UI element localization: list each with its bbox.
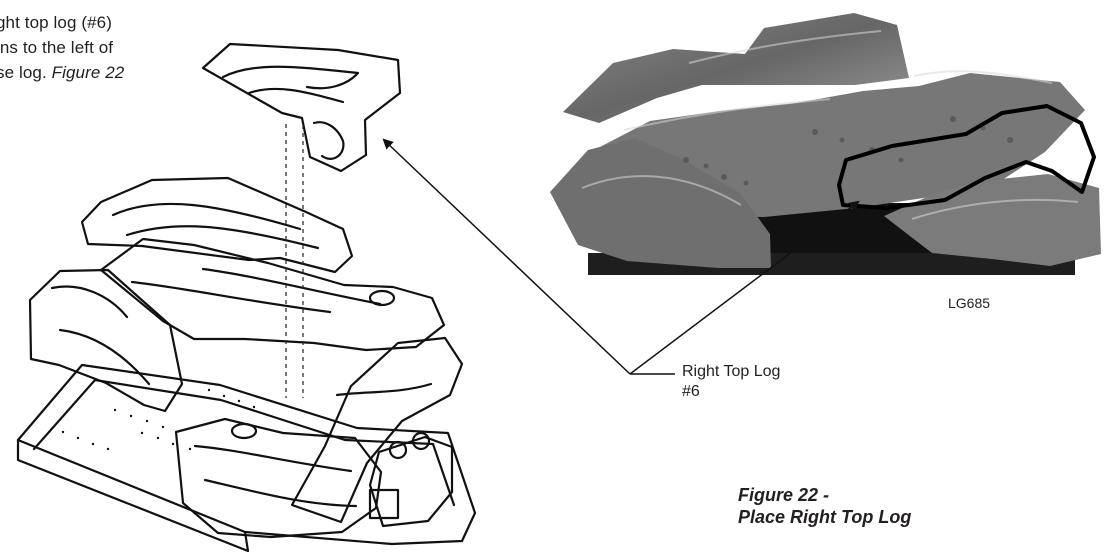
figure-caption-line-2: Place Right Top Log xyxy=(738,506,911,528)
callout-line-2: #6 xyxy=(682,382,780,402)
front-log xyxy=(176,419,381,537)
log-set-photo xyxy=(540,0,1105,300)
figure-caption-line-1: Figure 22 - xyxy=(738,484,911,506)
rear-log xyxy=(82,178,352,272)
lifted-right-top-log xyxy=(203,44,400,171)
gas-valve-controls xyxy=(370,437,452,526)
callout-line-1: Right Top Log xyxy=(682,362,780,382)
figure-caption: Figure 22 - Place Right Top Log xyxy=(738,484,911,528)
callout-label: Right Top Log #6 xyxy=(682,362,780,402)
photo-code: LG685 xyxy=(948,295,990,311)
firebox-tray xyxy=(18,440,248,551)
